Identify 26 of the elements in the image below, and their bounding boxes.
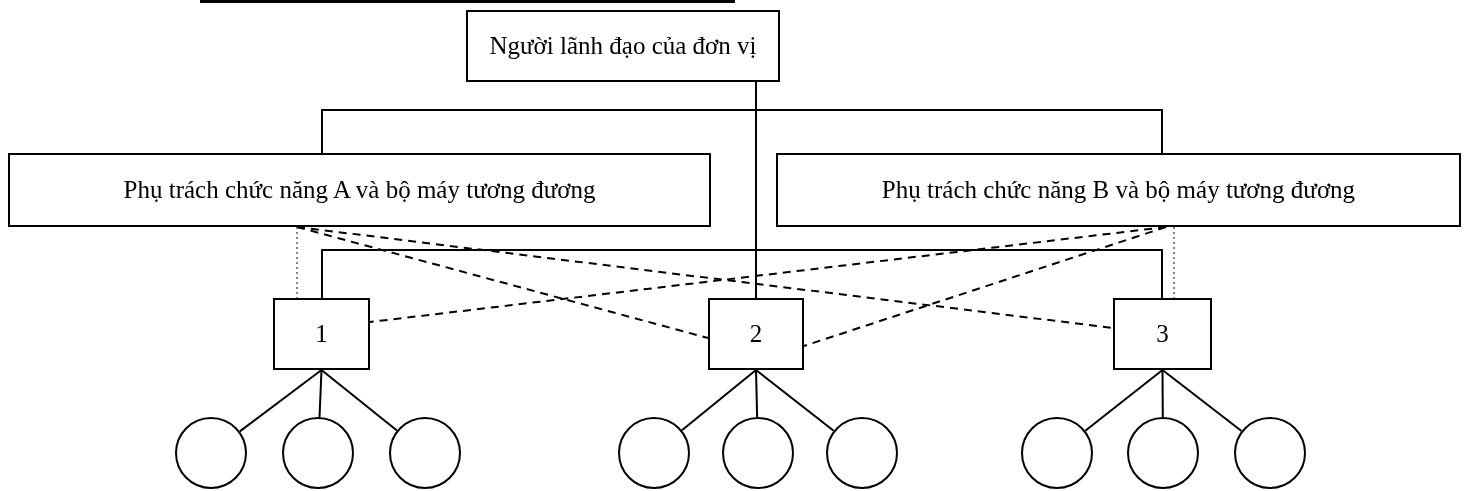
role-label: Phụ trách chức năng B và bộ máy tương đương	[881, 176, 1356, 204]
dashed-connector	[803, 226, 1167, 347]
connector-line	[1084, 369, 1164, 432]
connector-line	[238, 369, 323, 433]
dashed-connector	[296, 226, 709, 339]
connector-line	[680, 369, 757, 432]
role-box	[8, 153, 711, 227]
dotted-connector	[296, 226, 298, 299]
unit-box	[273, 298, 370, 370]
role-label: Người lãnh đạo của đơn vị	[489, 32, 757, 60]
connector-line	[1161, 369, 1243, 432]
unit-number: 2	[749, 320, 763, 348]
dotted-connector	[1173, 226, 1175, 299]
connector-line	[1161, 369, 1164, 418]
role-box	[466, 10, 780, 82]
unit-number: 1	[315, 320, 328, 348]
unit-box	[708, 298, 804, 370]
connector-line	[755, 369, 835, 432]
connector-line	[320, 369, 398, 432]
dashed-connector	[296, 226, 1114, 329]
role-label: Phụ trách chức năng A và bộ máy tương đương	[123, 176, 596, 204]
connector-line	[318, 369, 323, 419]
connector-line	[755, 369, 759, 418]
unit-box	[1113, 298, 1212, 370]
role-box	[776, 153, 1461, 227]
unit-number: 3	[1156, 320, 1169, 348]
